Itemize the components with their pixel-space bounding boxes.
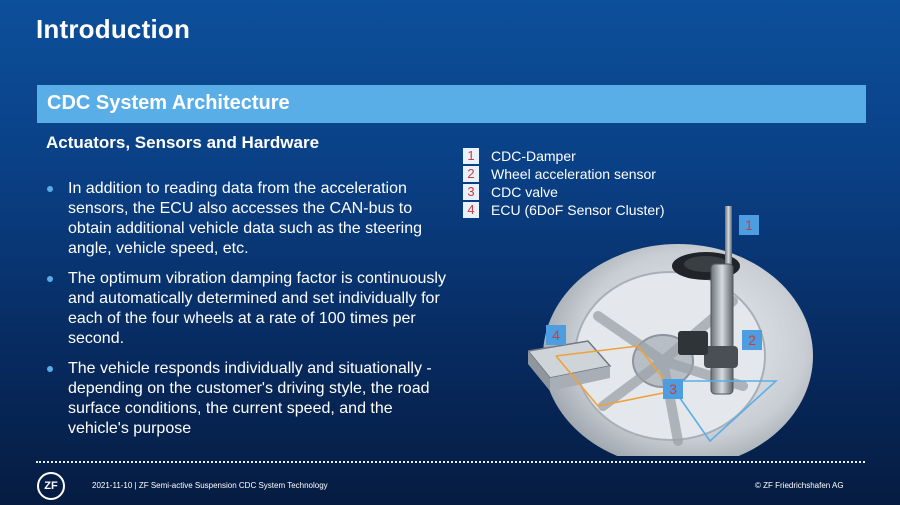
bullet-text: The optimum vibration damping factor is … — [68, 270, 446, 347]
page-title: Introduction — [36, 14, 191, 44]
callout-box-4 — [546, 325, 566, 345]
footer-divider — [36, 461, 865, 463]
legend-label: CDC valve — [491, 184, 558, 200]
rim-spokes — [593, 296, 748, 446]
callout-label-1: 1 — [745, 217, 753, 233]
zf-logo-icon: ZF — [37, 472, 65, 500]
bullet-text: In addition to reading data from the acc… — [68, 180, 423, 257]
damper-body-shape — [710, 263, 734, 395]
legend-number: 2 — [463, 166, 479, 182]
suspension-illustration: 1 2 3 4 — [526, 206, 818, 468]
bullet-text: The vehicle responds individually and si… — [68, 360, 432, 437]
section-bar: CDC System Architecture — [37, 85, 866, 123]
section-title: CDC System Architecture — [47, 92, 290, 114]
callout-box-3 — [663, 379, 683, 399]
component-legend: 1 CDC-Damper 2 Wheel acceleration sensor… — [463, 147, 693, 219]
footer-copyright: © ZF Friedrichshafen AG — [755, 481, 844, 490]
sensor-outline — [666, 380, 779, 443]
callout-label-3: 3 — [669, 381, 677, 397]
legend-number: 3 — [463, 184, 479, 200]
legend-number: 1 — [463, 148, 479, 164]
callout-label-2: 2 — [748, 332, 756, 348]
callout-label-4: 4 — [552, 327, 560, 343]
cdc-valve-shape — [678, 331, 708, 355]
legend-label: ECU (6DoF Sensor Cluster) — [491, 202, 665, 218]
callout-box-1 — [739, 215, 759, 235]
bullet-item: In addition to reading data from the acc… — [46, 179, 451, 259]
legend-item: 4 ECU (6DoF Sensor Cluster) — [463, 201, 693, 219]
bullet-item: The optimum vibration damping factor is … — [46, 269, 451, 349]
legend-item: 3 CDC valve — [463, 183, 693, 201]
legend-number: 4 — [463, 202, 479, 218]
bullet-list: In addition to reading data from the acc… — [46, 179, 451, 449]
piston-rod-shape — [725, 206, 732, 266]
legend-item: 1 CDC-Damper — [463, 147, 693, 165]
bullet-item: The vehicle responds individually and si… — [46, 359, 451, 439]
subheading: Actuators, Sensors and Hardware — [46, 133, 320, 152]
legend-item: 2 Wheel acceleration sensor — [463, 165, 693, 183]
legend-label: CDC-Damper — [491, 148, 576, 164]
suspension-drawing: 1 2 3 4 — [526, 206, 813, 468]
bullet-dot-icon — [47, 276, 53, 282]
callout-box-2 — [742, 330, 762, 350]
footer-text-left: 2021-11-10 | ZF Semi-active Suspension C… — [92, 481, 328, 490]
bullet-dot-icon — [47, 366, 53, 372]
legend-label: Wheel acceleration sensor — [491, 166, 656, 182]
bullet-dot-icon — [47, 186, 53, 192]
